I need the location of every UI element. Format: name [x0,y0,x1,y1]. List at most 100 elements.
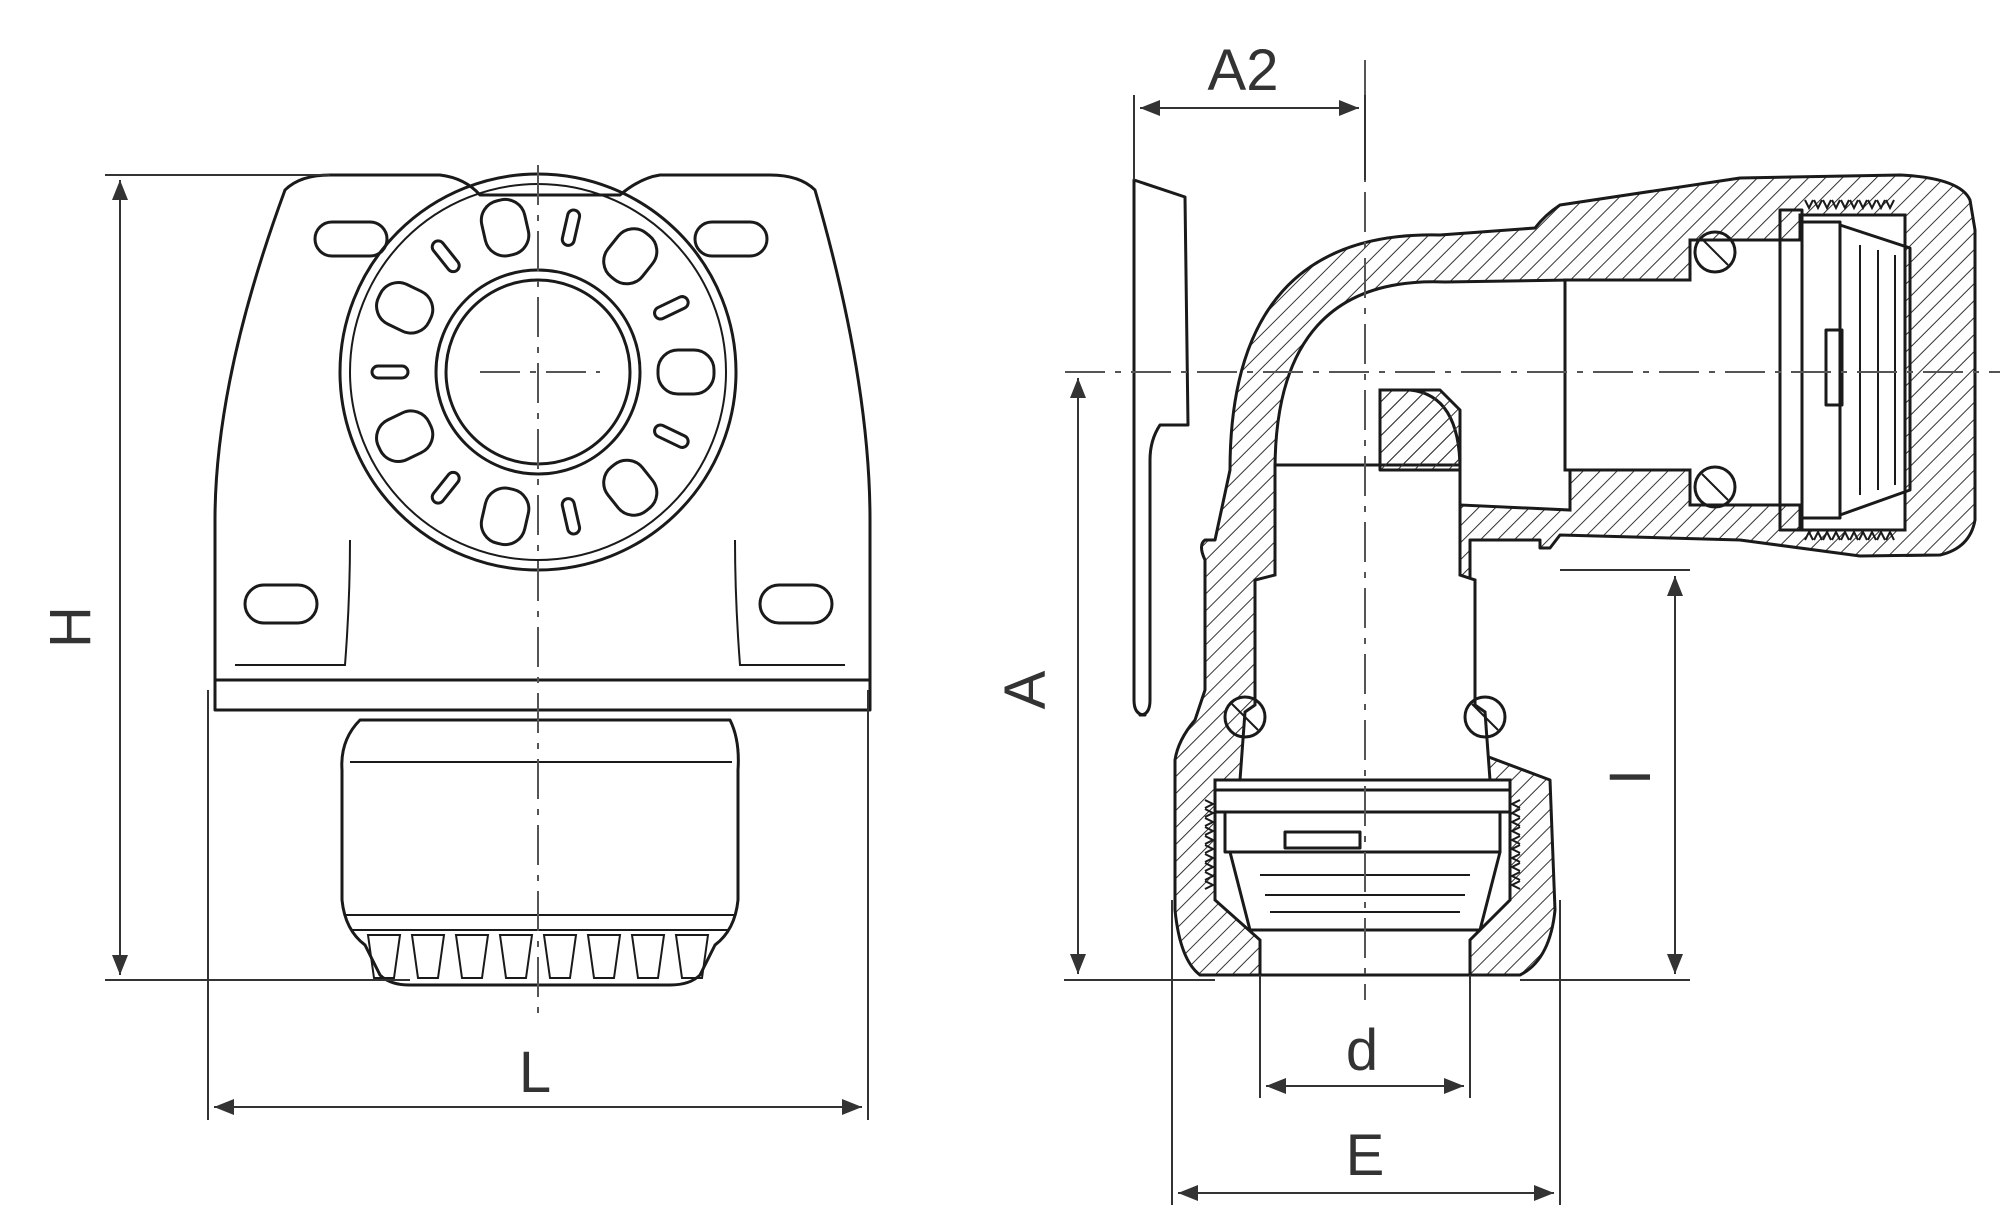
dimension-e-label: E [1346,1123,1385,1188]
thread-tooth [1849,529,1859,541]
o-ring-mark [1701,473,1729,501]
thread-tooth [1876,529,1886,541]
bottom-bore [1213,778,1512,977]
grip-tooth [498,934,534,979]
thread-tooth [1204,862,1216,872]
face-rib [653,423,690,449]
thread-tooth [1204,844,1216,854]
thread-tooth [1204,853,1216,863]
thread-tooth [1822,529,1832,541]
wall-plate [213,173,872,712]
o-ring [1463,695,1507,739]
face-rib [656,348,716,396]
thread-tooth [1204,808,1216,818]
thread-tooth [1804,199,1814,211]
thread-tooth [1509,808,1521,818]
thread-tooth [1876,199,1886,211]
o-ring [1693,465,1737,509]
grip-tooth [410,934,446,979]
thread-tooth [1813,529,1823,541]
o-ring-mark [1471,703,1499,731]
grip-tooth [674,934,710,979]
grip-tooth [586,934,622,979]
thread-tooth [1885,199,1895,211]
thread-tooth [1858,199,1868,211]
o-ring [1693,230,1737,274]
dimension-l-label: L [519,1040,551,1105]
grip-tooth [454,934,490,979]
thread-tooth [1804,529,1814,541]
face-rib [375,409,435,463]
thread-tooth [1831,529,1841,541]
thread-tooth [1204,826,1216,836]
thread-tooth [1849,199,1859,211]
grip-tooth [630,934,666,979]
thread-tooth [1831,199,1841,211]
dimension-d-label: d [1346,1018,1378,1083]
thread-tooth [1509,862,1521,872]
collet-clip [1824,328,1844,407]
face-ribs [370,197,716,547]
flow-wedge [1378,388,1462,472]
thread-tooth [1204,817,1216,827]
thread-tooth [1204,871,1216,881]
face-rib [375,281,435,335]
face-rib [370,364,410,380]
face-rib [560,208,582,247]
thread-tooth [1509,835,1521,845]
mounting-slot [693,220,769,258]
thread-tooth [1822,199,1832,211]
fitting-body [340,718,740,987]
face-rib [479,197,531,258]
face-rib [602,458,659,517]
bottom-collet [1204,788,1521,932]
dimension-i-label: I [1598,769,1663,785]
o-ring [1223,695,1267,739]
thread-tooth [1813,199,1823,211]
thread-tooth [1858,529,1868,541]
dimension-h-label: H [38,606,103,648]
thread-tooth [1885,529,1895,541]
grip-teeth [366,934,710,979]
thread-tooth [1509,871,1521,881]
plate-rib-left [235,539,351,666]
right-collet [1778,199,1912,541]
thread-tooth [1509,817,1521,827]
face-rib [653,295,690,321]
face-rib [560,497,582,536]
dimension-a-label: A [993,670,1058,709]
plate-rib-right [734,539,845,666]
thread-tooth [1867,199,1877,211]
grip-tooth [366,934,402,979]
thread-tooth [1509,853,1521,863]
thread-tooth [1509,844,1521,854]
face-rib [479,486,531,547]
face-rib [602,227,659,286]
face-rib [430,239,461,274]
thread-tooth [1867,529,1877,541]
section-view: A2 A I d E [993,38,2000,1205]
o-ring-mark [1231,703,1259,731]
thread-tooth [1204,835,1216,845]
thread-teeth [1204,799,1521,890]
dimension-a2-label: A2 [1208,38,1279,103]
thread-tooth [1509,799,1521,809]
thread-tooth [1509,880,1521,890]
grip-tooth [542,934,578,979]
thread-tooth [1509,826,1521,836]
mounting-slot [243,583,319,625]
thread-tooth [1840,199,1850,211]
collet-clip [1283,830,1362,850]
mounting-slot [758,583,834,625]
collet-cone [1838,223,1912,517]
collet-cone [1228,850,1502,932]
thread-teeth [1804,199,1895,541]
o-ring-mark [1701,238,1729,266]
front-view: H L [38,165,872,1120]
thread-tooth [1840,529,1850,541]
thread-tooth [1204,799,1216,809]
thread-tooth [1204,880,1216,890]
wall-plate-profile [1132,178,1190,717]
mounting-slot [313,220,389,258]
